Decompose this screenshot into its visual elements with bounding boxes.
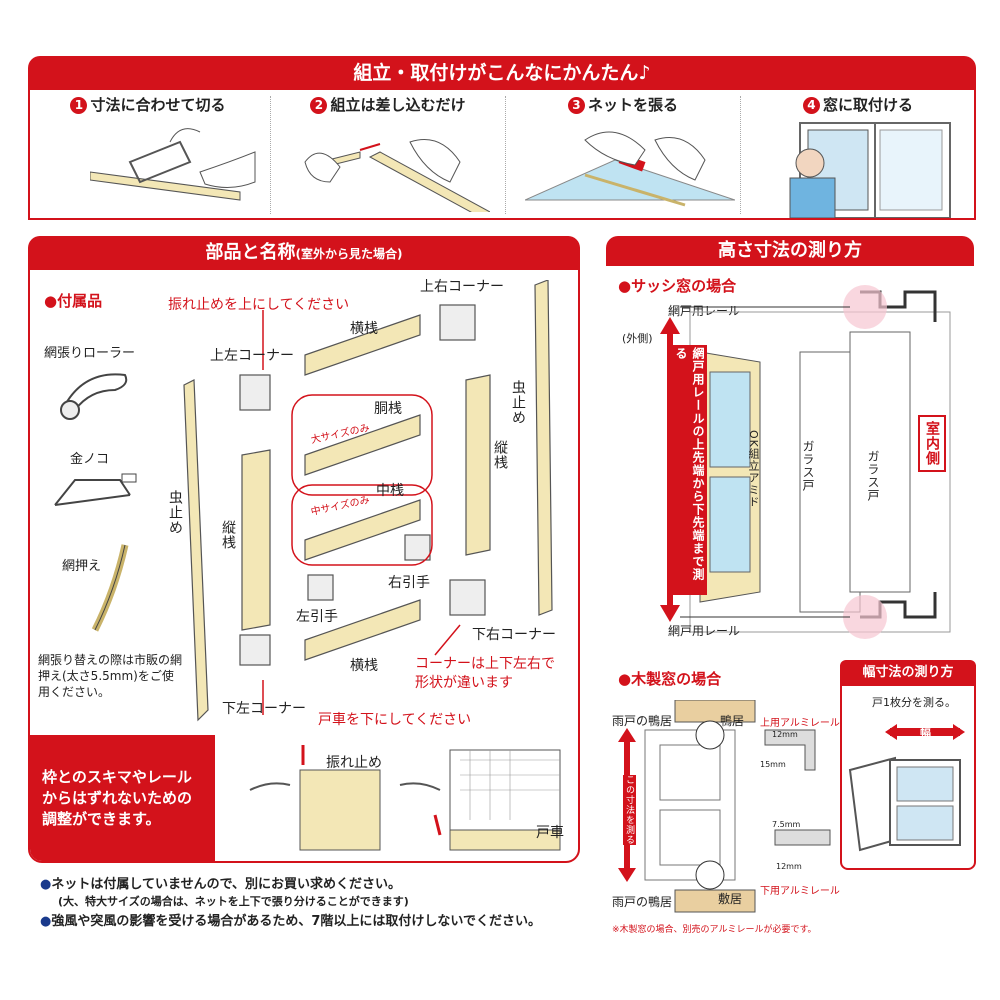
lower-rail-label: 下用アルミレール (760, 886, 840, 897)
hacksaw-icon (54, 473, 137, 506)
dim-15-label: 15mm (760, 760, 786, 769)
adjust-box: 枠とのスキマやレールからはずれないための調整ができます。 (30, 735, 215, 861)
insert-assembly-illustration (304, 139, 490, 212)
window-install-illustration (789, 122, 951, 218)
parts-title: 部品と名称 (205, 242, 296, 263)
step-2-label: 組立は差し込むだけ (330, 96, 466, 114)
spline-icon (91, 544, 129, 632)
glass2-label: ガラス戸 (866, 450, 880, 502)
width-diagram (848, 724, 965, 852)
amado-top-label: 雨戸の鴨居 (612, 714, 673, 728)
width-note: 戸1枚分を測る。 (872, 696, 956, 709)
outside-label: (外側) (622, 332, 653, 345)
accessories-heading: ●付属品 (44, 292, 103, 310)
glass1-label: ガラス戸 (801, 440, 815, 492)
banner-title: 組立・取付けがこんなにかんたん♪ (353, 62, 651, 84)
accessory-spline: 網押え (62, 559, 102, 574)
adjust-illustration (249, 745, 561, 851)
width-label: 幅 (920, 726, 931, 739)
accessory-roller: 網張りローラー (44, 346, 136, 361)
steps-box (28, 90, 976, 220)
rail-bottom-label: 網戸用レール (668, 624, 741, 638)
height-header: 高さ寸法の測り方 (606, 236, 974, 266)
dousan-label: 胴桟 (374, 401, 402, 417)
note-3: ●強風や突風の影響を受ける場合があるため、7階以上には取付けしないでください。 (40, 914, 541, 929)
parts-header: 部品と名称(室外から見た場合) (28, 236, 580, 270)
step-2-number: 2 (310, 97, 328, 114)
accessory-note: 網張り替えの際は市販の網押え(太さ5.5mm)をご使用ください。 (38, 653, 183, 699)
wood-heading: ●木製窓の場合 (618, 670, 722, 688)
mushidome-right-label: 虫止め (510, 380, 526, 425)
net-stretching-illustration (525, 131, 735, 207)
upper-rail-label: 上用アルミレール (760, 718, 840, 729)
note-2: (大、特大サイズの場合は、ネットを上下で張り分けることができます) (58, 895, 409, 908)
roller-icon (60, 373, 128, 420)
bottom-note: 戸車を下にしてください (318, 712, 472, 728)
inside-label: 室内側 (918, 415, 946, 472)
accessory-saw: 金ノコ (70, 452, 110, 467)
shikii-label: 敷居 (718, 892, 743, 906)
note-1: ●ネットは付属していませんので、別にお買い求めください。 (40, 877, 402, 892)
ok-label: OK組立アミド (747, 430, 760, 508)
amado-bottom-label: 雨戸の鴨居 (612, 895, 673, 909)
wood-footnote: ※木製窓の場合、別売のアルミレールが必要です。 (612, 925, 817, 935)
saw-cutting-illustration (90, 128, 256, 201)
left-handle-label: 左引手 (296, 609, 338, 625)
wood-measure-text: この寸法を測る (623, 775, 636, 845)
sash-diagram (660, 285, 951, 639)
step-4-number: 4 (802, 97, 820, 114)
width-title: 幅寸法の測り方 (862, 665, 954, 680)
adjust-note: 枠とのスキマやレールからはずれないための調整ができます。 (42, 768, 193, 828)
top-right-corner-label: 上右コーナー (420, 279, 504, 295)
step-1-label: 寸法に合わせて切る (90, 96, 226, 114)
togaruma-label: 戸車 (536, 825, 564, 841)
dim-12-label: 12mm (772, 730, 798, 739)
yokosan-bottom-label: 横桟 (350, 658, 378, 674)
tatesan-right-label: 縦桟 (492, 440, 508, 470)
parts-title-note: (室外から見た場合) (295, 247, 403, 261)
top-note: 振れ止めを上にしてください (168, 297, 350, 313)
top-banner: 組立・取付けがこんなにかんたん♪ (28, 56, 976, 90)
nakasan-label: 中桟 (376, 483, 404, 499)
bottom-right-corner-label: 下右コーナー (472, 627, 556, 643)
sash-measure-text: 網戸用レールの上先端から下先端まで測る (673, 345, 707, 595)
dim-75-label: 7.5mm (772, 820, 801, 829)
width-header: 幅寸法の測り方 (840, 660, 976, 686)
kamoi-label: 鴨居 (720, 714, 745, 728)
dim-12b-label: 12mm (776, 862, 802, 871)
sash-heading: ●サッシ窓の場合 (618, 277, 737, 295)
right-handle-label: 右引手 (388, 575, 430, 591)
furedome-label: 振れ止め (326, 755, 382, 771)
yokosan-top-label: 横桟 (350, 321, 378, 337)
corner-note: コーナーは上下左右で形状が違います (415, 656, 555, 691)
step-4-label: 窓に取付ける (822, 96, 913, 114)
height-title: 高さ寸法の測り方 (718, 240, 862, 261)
mushidome-left-label: 虫止め (167, 490, 183, 535)
tatesan-left-label: 縦桟 (220, 520, 236, 550)
step-1-number: 1 (70, 97, 88, 114)
wood-diagram (618, 700, 831, 913)
bottom-left-corner-label: 下左コーナー (222, 701, 306, 717)
top-left-corner-label: 上左コーナー (210, 348, 294, 364)
step-3-label: ネットを張る (587, 96, 678, 114)
parts-diagram (183, 280, 553, 722)
step-3-number: 3 (567, 97, 585, 114)
